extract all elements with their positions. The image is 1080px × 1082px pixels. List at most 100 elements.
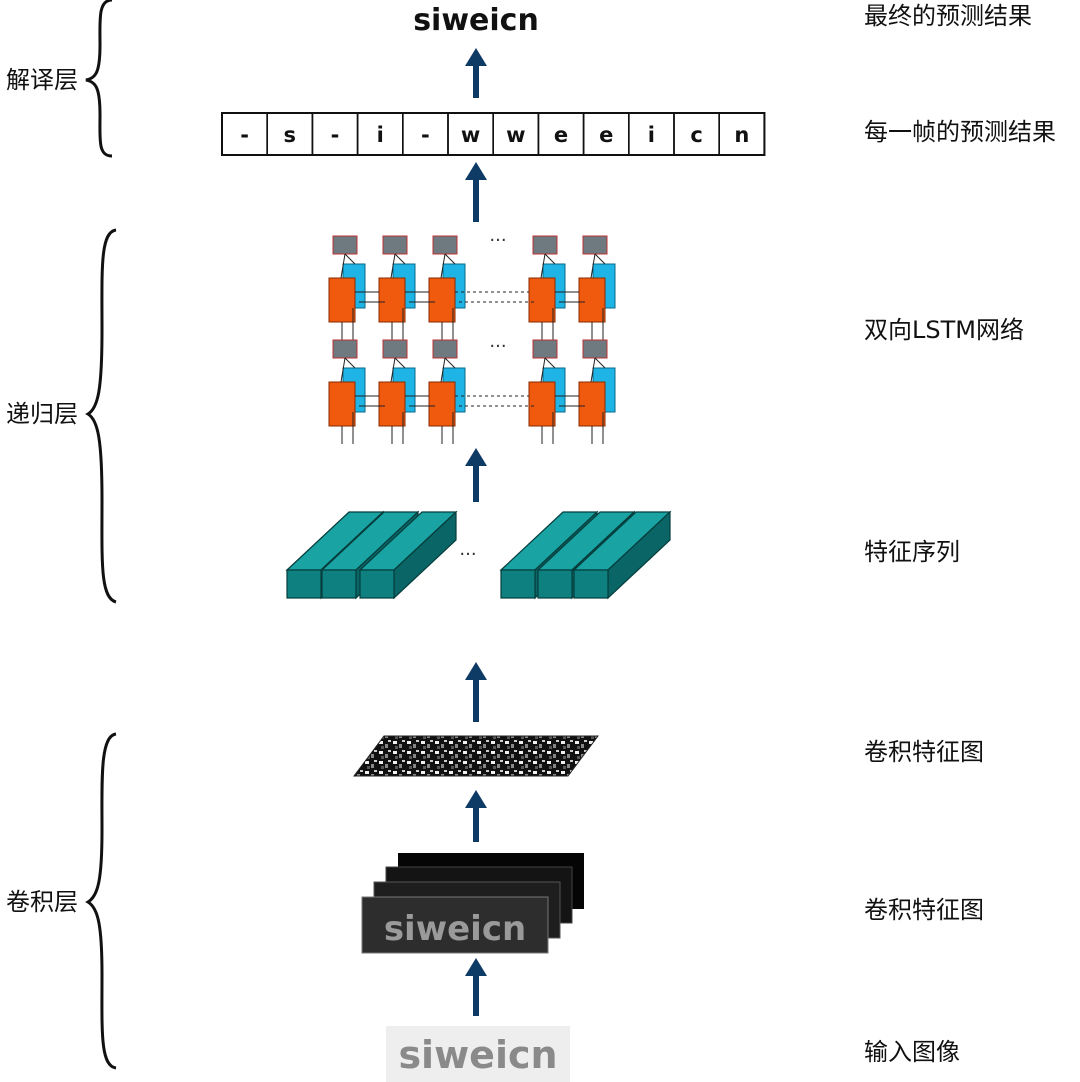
lstm-unit <box>578 235 616 340</box>
lstm-connection <box>440 253 446 279</box>
conv-feature-map-sheet <box>353 735 599 777</box>
frame-cell-label: i <box>648 123 655 147</box>
arrow-head <box>465 958 487 976</box>
lstm-forward-cell <box>578 277 606 323</box>
arrow-head <box>465 790 487 808</box>
flow-arrow <box>465 662 487 722</box>
frame-cell-label: e <box>554 123 568 147</box>
frame-cell-label: w <box>506 123 525 147</box>
lstm-output-node <box>382 235 408 255</box>
lstm-forward-cell <box>378 381 406 427</box>
lstm-connection <box>590 357 596 383</box>
lstm-connection <box>594 253 606 265</box>
arrow-head <box>465 448 487 466</box>
flow-arrow <box>465 162 487 222</box>
input-image-text: siweicn <box>398 1033 557 1077</box>
lstm-forward-cell <box>378 277 406 323</box>
lstm-forward-cell <box>328 277 356 323</box>
recurrent-layer-group: 递归层 <box>6 228 117 604</box>
lstm-unit <box>528 235 566 340</box>
lstm-connection <box>540 357 546 383</box>
feature-block <box>572 510 672 600</box>
feature-ellipsis: ··· <box>459 544 476 565</box>
feature-block-front <box>286 569 322 599</box>
lstm-output-node <box>332 339 358 359</box>
feature-block-front <box>359 569 395 599</box>
lstm-connection <box>394 357 406 369</box>
arrow-head <box>465 48 487 66</box>
frame-cell-box <box>718 112 766 156</box>
feature-block-front <box>321 569 357 599</box>
lstm-unit <box>428 235 466 340</box>
feature-block <box>358 510 458 600</box>
arrow-head <box>465 662 487 680</box>
convolution-brace <box>85 732 117 1070</box>
frame-cell-label: - <box>240 123 249 147</box>
lstm-output-node <box>532 235 558 255</box>
lstm-unit <box>328 235 366 340</box>
flow-arrow <box>465 790 487 842</box>
feature-sequence-description: 特征序列 <box>864 538 960 566</box>
convolution-layer-group: 卷积层 <box>6 732 117 1070</box>
lstm-connection <box>390 357 396 383</box>
lstm-connection <box>590 253 596 279</box>
lstm-connection <box>540 253 546 279</box>
feature-sequence: ··· <box>285 510 672 600</box>
conv-feature-map-description-1: 卷积特征图 <box>864 738 984 766</box>
lstm-connection <box>340 357 346 383</box>
lstm-output-node <box>532 339 558 359</box>
frame-cell-label: - <box>331 123 340 147</box>
feature-block-front <box>537 569 573 599</box>
lstm-unit <box>328 339 366 444</box>
lstm-output-node <box>332 235 358 255</box>
transcription-layer-group: 解译层 <box>6 0 113 158</box>
flow-arrows <box>465 48 487 1016</box>
input-image: siweicn <box>386 1026 570 1082</box>
frame-cell-label: w <box>461 123 480 147</box>
feature-block-front <box>500 569 536 599</box>
bilstm-network: ··· ··· <box>328 230 616 444</box>
lstm-output-node <box>382 339 408 359</box>
lstm-connection <box>544 253 556 265</box>
convolution-layer-label: 卷积层 <box>6 888 78 916</box>
frame-cell: n <box>718 112 766 156</box>
recurrent-brace <box>85 228 117 604</box>
lstm-unit <box>378 235 416 340</box>
lstm-connection <box>394 253 406 265</box>
transcription-layer-label: 解译层 <box>6 66 78 94</box>
lstm-unit <box>428 339 466 444</box>
frame-cell-label: i <box>377 123 384 147</box>
lstm-forward-cell <box>328 381 356 427</box>
final-prediction-text: siweicn <box>413 3 539 38</box>
lstm-connection <box>444 357 456 369</box>
lstm-output-node <box>582 339 608 359</box>
input-image-background <box>386 1026 570 1082</box>
flow-arrow <box>465 958 487 1016</box>
lstm-unit <box>378 339 416 444</box>
lstm-forward-cell <box>428 381 456 427</box>
lstm-connection <box>444 253 456 265</box>
lstm-output-node <box>432 235 458 255</box>
frame-result-description: 每一帧的预测结果 <box>864 118 1056 146</box>
conv-sheet-text: siweicn <box>384 909 526 949</box>
lstm-forward-cell <box>428 277 456 323</box>
frame-cell-label: n <box>734 123 749 147</box>
flow-arrow <box>465 48 487 98</box>
frame-cell-label: s <box>284 123 297 147</box>
lstm-output-node <box>582 235 608 255</box>
frame-cell-label: c <box>690 123 702 147</box>
lstm-connection <box>440 357 446 383</box>
flow-arrow <box>465 448 487 502</box>
lstm-connection <box>594 357 606 369</box>
conv-feature-stack: siweicn <box>361 853 584 954</box>
feature-map-texture <box>353 735 599 777</box>
lstm-forward-cell <box>578 381 606 427</box>
lstm-unit <box>528 339 566 444</box>
lstm-connection <box>344 253 356 265</box>
lstm-connection <box>544 357 556 369</box>
lstm-output-ellipsis-bottom: ··· <box>489 336 506 357</box>
recurrent-layer-label: 递归层 <box>6 400 78 428</box>
bilstm-description: 双向LSTM网络 <box>864 316 1024 344</box>
